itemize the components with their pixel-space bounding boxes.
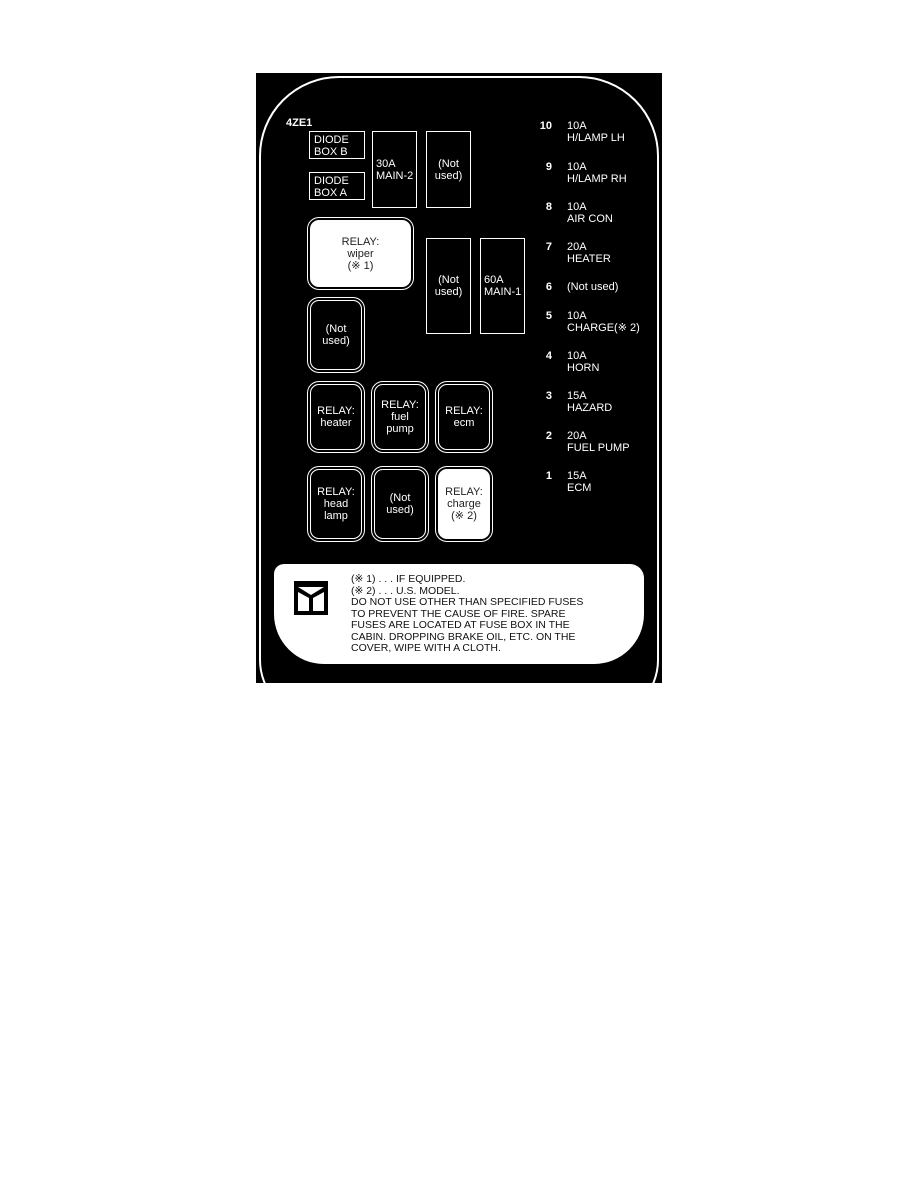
fuse-main-1: 60A MAIN-1 — [480, 238, 525, 334]
relay-head-lamp-line2: head — [323, 498, 349, 510]
fuse-number: 8 — [545, 201, 552, 213]
warning-line: FUSES ARE LOCATED AT FUSE BOX IN THE — [351, 619, 570, 631]
warning-line: DO NOT USE OTHER THAN SPECIFIED FUSES — [351, 596, 584, 608]
relay-head-lamp-line1: RELAY: — [317, 486, 355, 498]
fuse-number: 7 — [545, 241, 552, 253]
diode-box-b-line2: BOX B — [314, 146, 348, 158]
fuse-rating: 15A — [567, 390, 587, 402]
warning-text: (※ 1) . . . IF EQUIPPED. (※ 2) . . . U.S… — [351, 573, 584, 655]
relay-charge: RELAY: charge (※ 2) — [438, 469, 490, 539]
warning-label: (※ 1) . . . IF EQUIPPED. (※ 2) . . . U.S… — [274, 564, 644, 664]
fuse-rating: (Not used) — [567, 281, 619, 293]
relay-slot-line2: used) — [322, 335, 350, 347]
warning-line: TO PREVENT THE CAUSE OF FIRE. SPARE — [351, 607, 566, 620]
fuse-slot-line2: used) — [434, 169, 463, 182]
fuse-circuit: HORN — [567, 362, 600, 374]
fuse-number: 6 — [545, 281, 552, 293]
relay-fuel-pump-line1: RELAY: — [381, 399, 419, 411]
relay-slot-line1: (Not — [325, 323, 347, 335]
relay-heater: RELAY: heater — [310, 384, 362, 450]
fuse-entry: (Not used) — [567, 281, 618, 293]
fuse-rating: 10A — [567, 161, 587, 173]
footnote-2: (※ 2) . . . U.S. MODEL. — [351, 584, 460, 597]
fuse-circuit: FUEL PUMP — [567, 442, 630, 454]
relay-charge-line2: charge — [447, 498, 481, 510]
footnote-1: (※ 1) . . . IF EQUIPPED. — [351, 573, 466, 585]
warning-line: CABIN. DROPPING BRAKE OIL, ETC. ON THE — [351, 630, 576, 643]
fuse-circuit: H/LAMP RH — [567, 173, 627, 185]
fuse-rating: 20A — [567, 241, 587, 253]
relay-slot-not-used-left: (Not used) — [310, 300, 362, 370]
fuse-rating: 20A — [567, 430, 587, 442]
diode-box-a: DIODE BOX A — [309, 172, 365, 200]
fuse-circuit: HAZARD — [567, 402, 613, 414]
fuse-rating: 15A — [567, 470, 587, 482]
relay-wiper-line1: RELAY: — [341, 235, 380, 248]
relay-ecm: RELAY: ecm — [438, 384, 490, 450]
fuse-rating: 10A — [567, 120, 587, 132]
fuse-circuit: AIR CON — [567, 213, 613, 225]
fuse-main-2-rating: 30A — [376, 157, 396, 170]
fuse-circuit: HEATER — [567, 253, 611, 265]
fuse-circuit: H/LAMP LH — [567, 132, 625, 144]
fuse-rating: 10A — [567, 350, 587, 362]
diode-box-a-line1: DIODE — [314, 175, 349, 187]
relay-slot-line2: used) — [386, 504, 414, 516]
relay-ecm-line2: ecm — [453, 417, 475, 429]
fuse-number: 10 — [539, 120, 552, 132]
fuse-slot-not-used-top: (Not used) — [426, 131, 471, 208]
fuse-rating: 10A — [567, 310, 587, 322]
relay-fuel-pump-line2: fuel — [391, 411, 409, 423]
diode-box-b-line1: DIODE — [314, 134, 349, 146]
fuse-rating: 10A — [567, 201, 587, 213]
relay-head-lamp-line3: lamp — [324, 510, 348, 522]
fuse-box-panel: 4ZE1 DIODE BOX B DIODE BOX A 30A MAIN-2 … — [256, 73, 662, 720]
fuse-circuit: ECM — [567, 482, 592, 494]
fuse-main-1-rating: 60A — [484, 274, 504, 286]
relay-head-lamp: RELAY: head lamp — [310, 469, 362, 539]
fuse-number: 2 — [545, 430, 552, 442]
relay-wiper-line3: (※ 1) — [347, 259, 374, 272]
relay-wiper-line2: wiper — [347, 247, 374, 260]
fuse-number: 9 — [545, 161, 552, 173]
fuse-box-outline — [259, 76, 659, 720]
diode-box-b: DIODE BOX B — [309, 131, 365, 159]
relay-fuel-pump: RELAY: fuel pump — [374, 384, 426, 450]
relay-wiper: RELAY: wiper (※ 1) — [310, 220, 411, 287]
model-code: 4ZE1 — [286, 117, 313, 129]
fuse-main-2: 30A MAIN-2 — [372, 131, 417, 208]
relay-fuel-pump-line3: pump — [386, 423, 414, 435]
fuse-main-1-label: MAIN-1 — [484, 286, 522, 298]
fuse-number: 3 — [545, 390, 552, 402]
fuse-main-2-label: MAIN-2 — [376, 169, 414, 182]
fuse-slot-line1: (Not — [438, 157, 459, 170]
fuse-number: 1 — [545, 470, 552, 482]
relay-slot-line1: (Not — [389, 492, 411, 504]
fuse-number: 4 — [545, 350, 552, 362]
relay-charge-line1: RELAY: — [445, 486, 483, 498]
relay-heater-line1: RELAY: — [317, 405, 355, 417]
fuse-slot-line1: (Not — [438, 274, 459, 286]
warning-line: COVER, WIPE WITH A CLOTH. — [351, 642, 501, 654]
relay-slot-not-used-bottom: (Not used) — [374, 469, 426, 539]
fuse-slot-line2: used) — [434, 286, 463, 298]
diode-box-a-line2: BOX A — [314, 187, 348, 199]
relay-charge-line3: (※ 2) — [451, 510, 477, 522]
isuzu-logo-icon — [294, 581, 328, 615]
relay-heater-line2: heater — [320, 417, 352, 429]
fuse-slot-not-used-mid: (Not used) — [426, 238, 471, 334]
relay-ecm-line1: RELAY: — [445, 405, 483, 417]
fuse-number: 5 — [545, 310, 552, 322]
fuse-circuit: CHARGE(※ 2) — [567, 322, 640, 334]
